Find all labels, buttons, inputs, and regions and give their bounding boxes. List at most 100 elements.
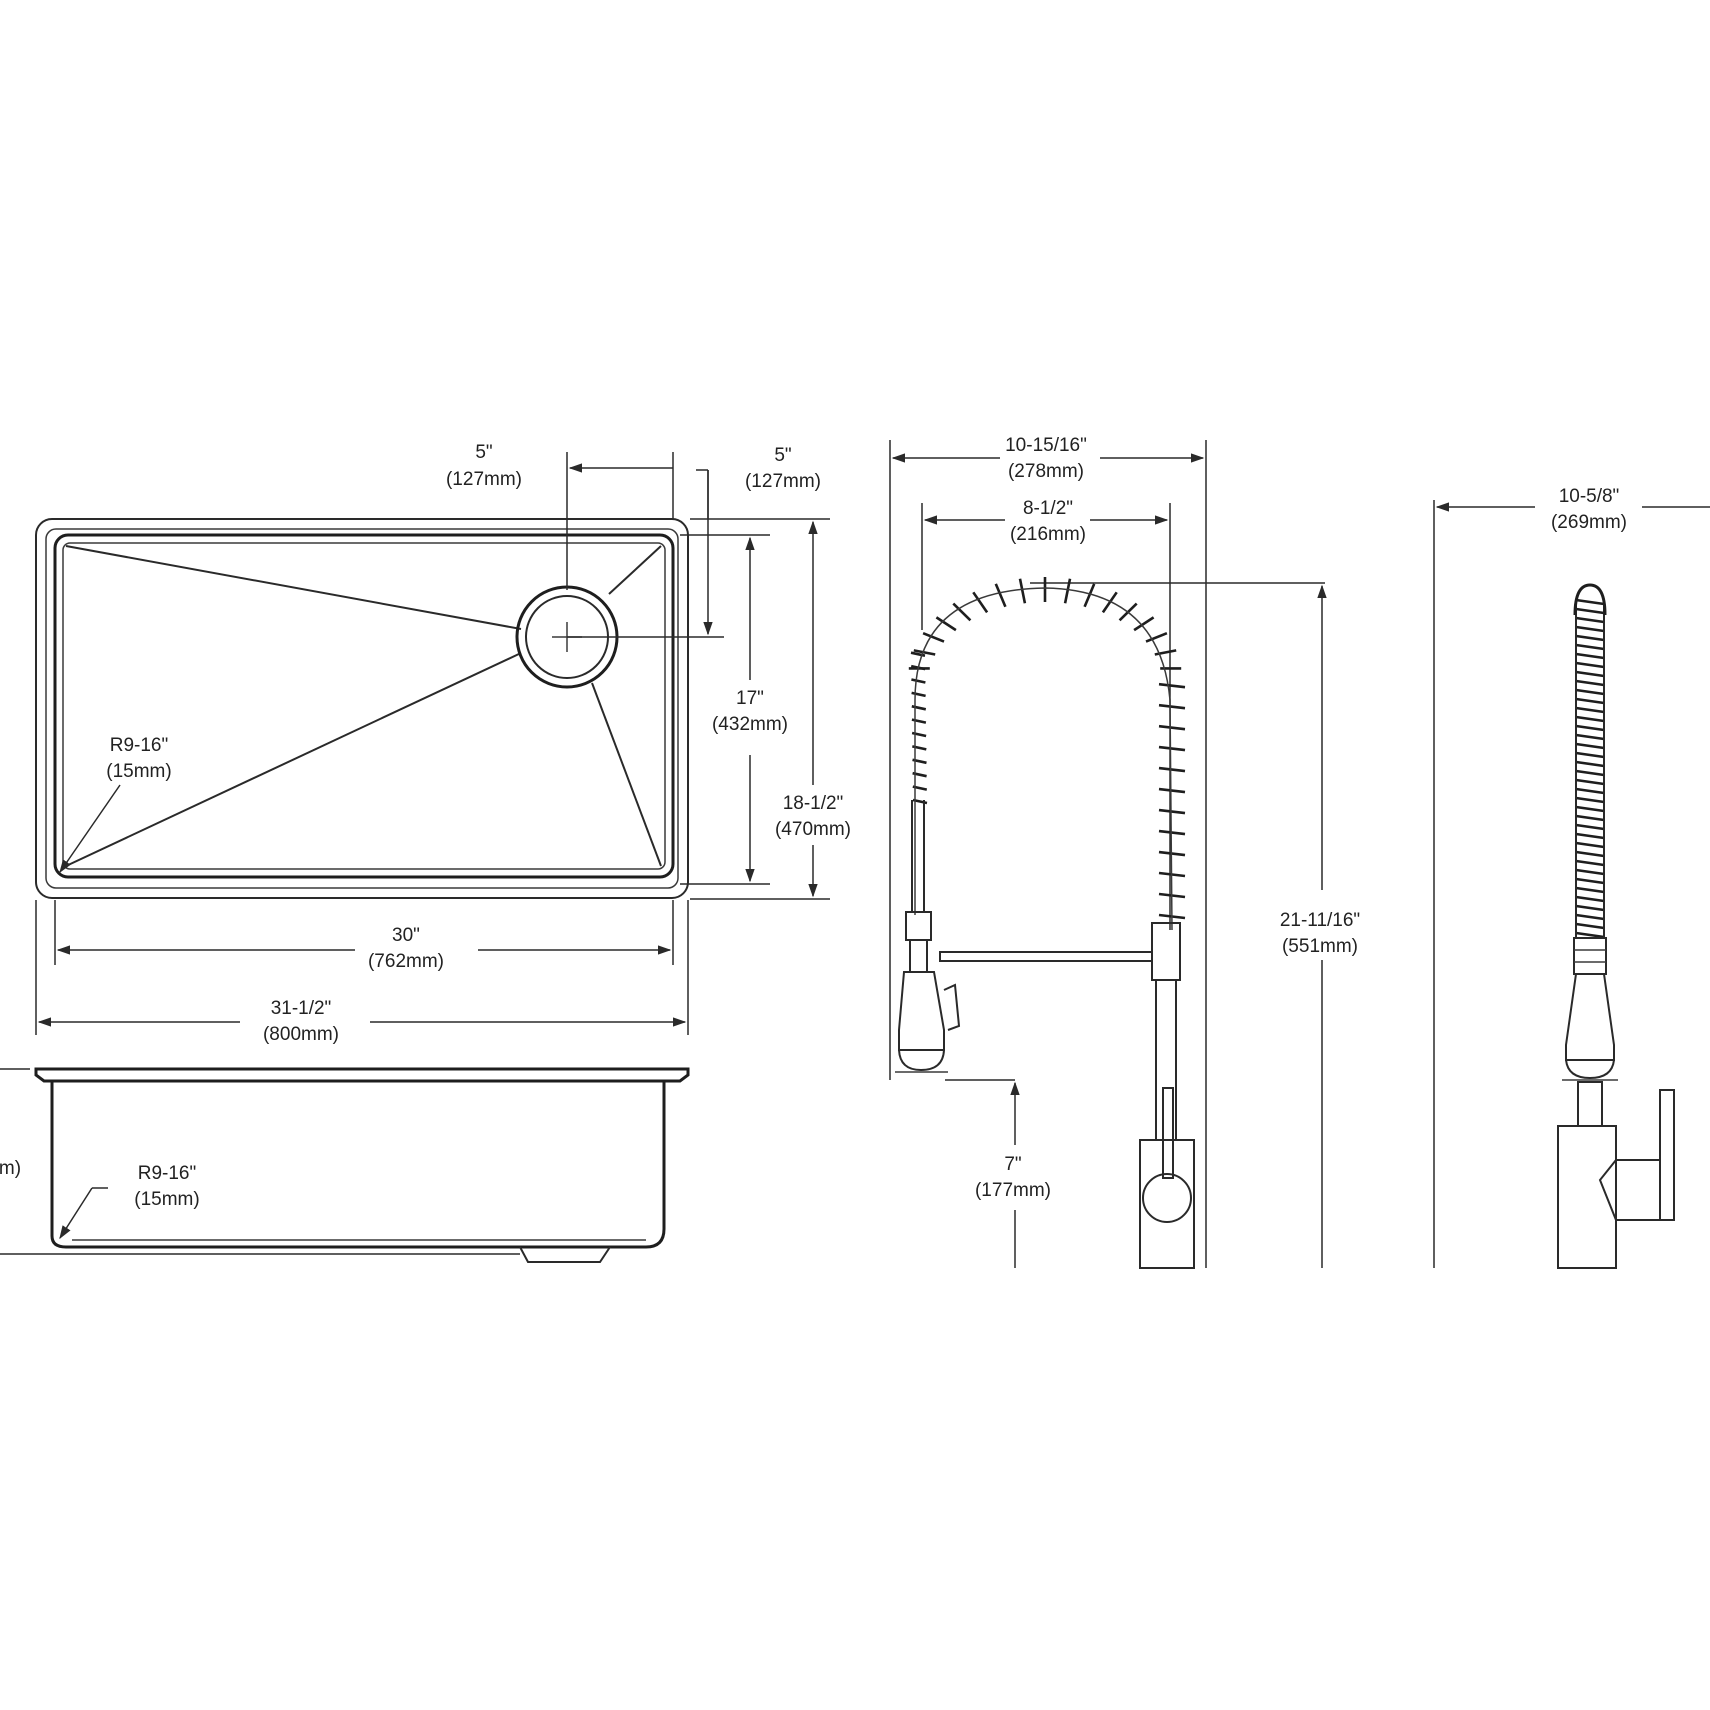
side-coil-turn xyxy=(1575,877,1605,885)
side-coil-turn xyxy=(1575,796,1605,804)
side-body xyxy=(1577,1081,1603,1127)
coil-turn xyxy=(1101,591,1118,614)
side-coil-turn xyxy=(1575,724,1605,732)
side-coil-turn xyxy=(1575,616,1605,624)
side-coil-turn xyxy=(1575,715,1605,723)
coil-turn xyxy=(1063,578,1072,604)
floor-slope-lines xyxy=(65,545,662,867)
support-arm xyxy=(939,951,1153,962)
inner-hose xyxy=(914,587,1173,931)
faucet-handle xyxy=(1162,1087,1174,1179)
side-hose-outline xyxy=(1575,600,1605,938)
side-collar xyxy=(1573,937,1607,975)
faucet-side-view: 10-5/8" (269mm) xyxy=(1433,486,1710,1269)
spray-clearance-in: 7" xyxy=(1004,1154,1021,1175)
coil-turn xyxy=(1145,631,1168,643)
handle-knob xyxy=(1142,1173,1192,1223)
side-coil-turn xyxy=(1575,832,1605,840)
spray-clearance-mm: (177mm) xyxy=(975,1180,1051,1201)
side-coil-turn xyxy=(1575,643,1605,651)
coil-turn xyxy=(1158,787,1186,794)
side-coil-turn xyxy=(1575,598,1605,606)
drain-offset-x-mm: (127mm) xyxy=(446,469,522,490)
spray-head xyxy=(895,911,961,1073)
top-radius-in: R9-16" xyxy=(110,735,169,756)
side-coil-turn xyxy=(1575,661,1605,669)
bowl-width-mm: (432mm) xyxy=(712,714,788,735)
coil-turn xyxy=(913,649,936,656)
side-coil-turn xyxy=(1575,778,1605,786)
sink-front-flange xyxy=(34,1067,690,1083)
side-coil-turn xyxy=(1575,634,1605,642)
coil-turn xyxy=(1158,766,1186,773)
side-depth-mm: (269mm) xyxy=(1551,512,1627,533)
side-coil-turn xyxy=(1575,823,1605,831)
sink-inner-rim xyxy=(45,528,679,889)
coil-turn xyxy=(911,731,927,738)
overall-width-mm: (470mm) xyxy=(775,819,851,840)
overall-length-mm: (800mm) xyxy=(263,1024,339,1045)
side-coil-turn xyxy=(1575,670,1605,678)
front-radius-mm: (15mm) xyxy=(134,1189,199,1210)
side-coil-turn xyxy=(1575,769,1605,777)
coil-turn xyxy=(911,705,927,711)
side-handle-mount xyxy=(1598,1159,1661,1221)
front-radius-in: R9-16" xyxy=(138,1163,197,1184)
side-coil-turn xyxy=(1575,814,1605,822)
drain-offset-y-in: 5" xyxy=(774,445,791,466)
side-coil-turn xyxy=(1575,607,1605,615)
side-coil-turn xyxy=(1575,895,1605,903)
drain-offset-y-mm: (127mm) xyxy=(745,471,821,492)
coil-turn xyxy=(911,691,926,698)
sink-front-body xyxy=(50,1081,666,1249)
hose-tube xyxy=(911,800,925,912)
sink-front-view: m) R9-16" (15mm) xyxy=(0,1067,690,1263)
drain-stub xyxy=(519,1246,611,1263)
coil-turn xyxy=(1154,649,1177,656)
side-coil-turn xyxy=(1575,841,1605,849)
coil-turn xyxy=(911,718,927,724)
side-coil-turn xyxy=(1575,688,1605,696)
side-coil-turn xyxy=(1575,787,1605,795)
coil-turn xyxy=(935,616,957,632)
coil-turn xyxy=(1158,724,1186,731)
bowl-width-in: 17" xyxy=(736,688,764,709)
coil-turn xyxy=(1158,703,1186,710)
side-coil-turn xyxy=(1575,859,1605,867)
side-depth-in: 10-5/8" xyxy=(1559,486,1620,507)
sink-top-view: 5" (127mm) 5" (127mm) 17" (432mm) 18-1/2… xyxy=(35,442,851,1045)
side-coil-turn xyxy=(1575,868,1605,876)
side-coil-turn xyxy=(1575,679,1605,687)
spout-reach-mm: (216mm) xyxy=(1010,524,1086,545)
spray-trigger xyxy=(943,983,961,1031)
coil-turn xyxy=(952,602,972,622)
faucet-height-in: 21-11/16" xyxy=(1280,910,1360,931)
overall-width-in: 18-1/2" xyxy=(783,793,844,814)
coil-turn xyxy=(1083,583,1096,608)
faucet-base xyxy=(1139,1139,1195,1269)
coil-turn xyxy=(910,651,926,657)
side-coil-turn xyxy=(1575,904,1605,912)
faucet-width-in: 10-15/16" xyxy=(1005,435,1087,456)
side-coil-turn xyxy=(1575,697,1605,705)
side-coil-turn xyxy=(1575,625,1605,633)
coil-turn xyxy=(911,678,926,684)
coil-turn xyxy=(972,591,989,614)
side-coil-turn xyxy=(1575,931,1605,939)
sink-bowl-floor xyxy=(62,542,666,870)
faucet-front-view xyxy=(889,440,1327,1269)
coil-turn xyxy=(1158,829,1186,836)
sink-outer-rim xyxy=(35,518,689,899)
coil-turn xyxy=(1158,682,1186,689)
faucet-width-mm: (278mm) xyxy=(1008,461,1084,482)
side-coil-turn xyxy=(1575,751,1605,759)
bowl-length-mm: (762mm) xyxy=(368,951,444,972)
side-coil-turn xyxy=(1575,706,1605,714)
side-coil-turn xyxy=(1575,760,1605,768)
side-coil-turn xyxy=(1575,652,1605,660)
side-coil-turn xyxy=(1575,886,1605,894)
drain-offset-x-in: 5" xyxy=(475,442,492,463)
coil-turn xyxy=(994,583,1007,608)
sink-bowl xyxy=(53,533,675,879)
